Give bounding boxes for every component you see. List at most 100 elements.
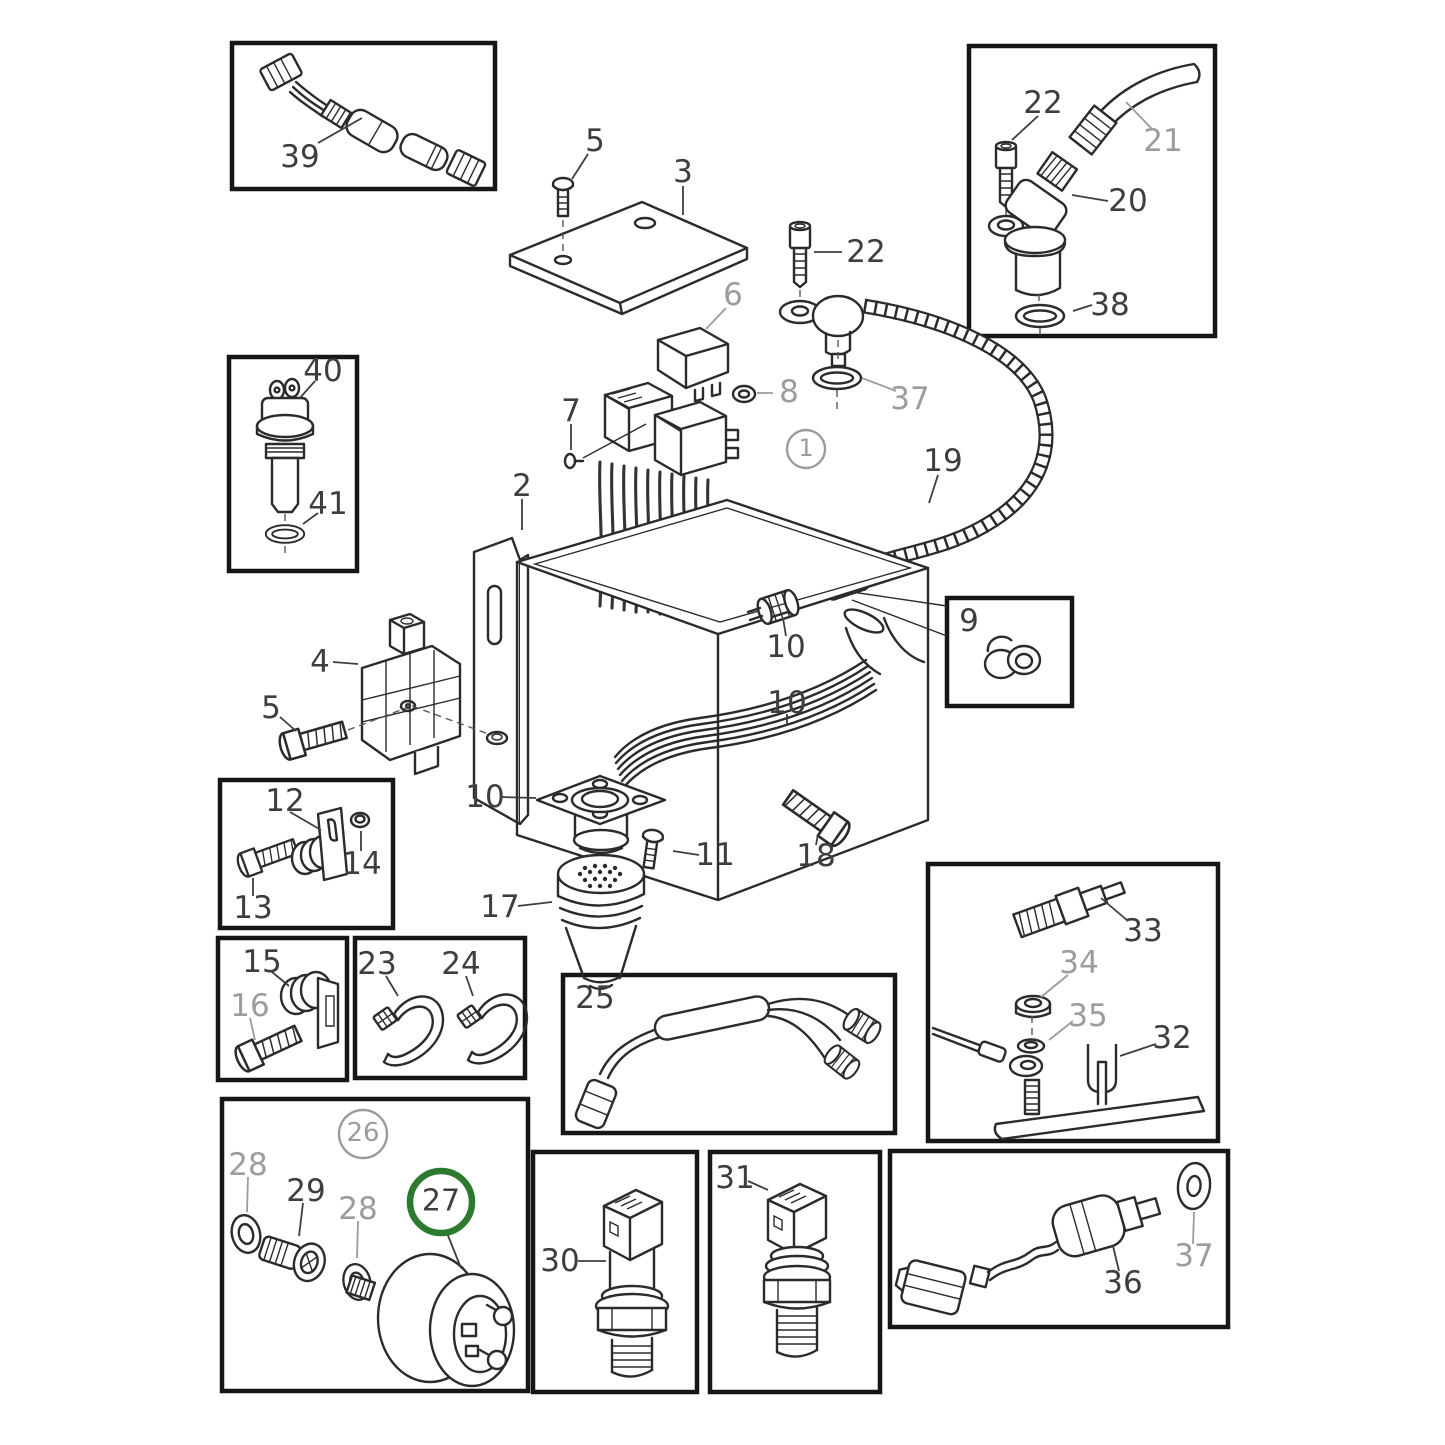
callout-leader-27	[446, 1232, 462, 1269]
callout-40: 40	[303, 353, 342, 389]
callout-leader-29	[298, 1202, 304, 1237]
callout-leader-31	[747, 1180, 769, 1191]
part-3-cover-plate	[508, 200, 749, 316]
ref-circle-26	[337, 1108, 389, 1160]
callout-leader-19	[928, 474, 939, 504]
part-2-relay-box-bracket	[472, 498, 930, 902]
panel-harness-25	[560, 972, 898, 1136]
callout-17: 17	[480, 889, 519, 925]
part-15-16-clamp	[230, 970, 340, 1075]
panel-clamp-9	[944, 595, 1075, 709]
callout-31: 31	[715, 1160, 754, 1196]
callout-32: 32	[1152, 1020, 1191, 1056]
callout-leader-10	[499, 796, 537, 799]
callout-14: 14	[342, 846, 381, 882]
ref-circle-1	[785, 428, 827, 470]
callout-34: 34	[1059, 945, 1098, 981]
callout-leader-32	[1119, 1043, 1157, 1057]
callout-2: 2	[512, 468, 532, 504]
panel-sensor-40-41	[226, 354, 360, 574]
callout-leader-22	[1011, 115, 1039, 141]
callout-leader-18	[815, 833, 819, 846]
callout-leader-17	[517, 901, 553, 907]
part-10-flange-connector	[535, 774, 667, 855]
callout-15: 15	[242, 944, 281, 980]
callout-leader-37	[1192, 1211, 1195, 1245]
callout-leader-21	[1125, 101, 1153, 130]
part-39-extension-cable	[259, 52, 487, 187]
callout-37: 37	[890, 381, 929, 417]
callout-6: 6	[723, 277, 743, 313]
callout-30: 30	[540, 1243, 579, 1279]
callout-29: 29	[286, 1173, 325, 1209]
panel-clamp-15-16	[215, 935, 350, 1083]
callout-leader-5	[279, 716, 297, 732]
callout-leader-34	[1040, 974, 1069, 998]
panel-sender-26-29	[219, 1096, 531, 1394]
callout-27: 27	[422, 1184, 460, 1219]
callout-11: 11	[695, 837, 734, 873]
callout-22: 22	[846, 234, 885, 270]
callout-10: 10	[766, 629, 805, 665]
callout-leader-28	[246, 1176, 249, 1213]
panel-sensor-32-35	[925, 861, 1221, 1144]
callout-9: 9	[959, 603, 979, 639]
part-10-harness-bundle	[613, 608, 926, 789]
callout-10: 10	[465, 779, 504, 815]
part-20-21-22-38-sensor-assembly	[987, 62, 1201, 340]
part-24-cable-clip	[455, 993, 529, 1065]
part-32-35-sensor-assembly	[931, 881, 1206, 1141]
part-9-clamp	[983, 635, 1042, 680]
callout-41: 41	[308, 486, 347, 522]
part-10-round-connectors	[746, 587, 803, 627]
callout-4: 4	[310, 644, 330, 680]
callout-leader-23	[385, 975, 399, 997]
diagram-artwork	[226, 52, 1212, 1388]
callout-28: 28	[228, 1147, 267, 1183]
callout-leader-37	[861, 377, 897, 392]
panel-sensor-36-37	[887, 1148, 1231, 1330]
callout-16: 16	[230, 988, 269, 1024]
panel-switch-31	[707, 1149, 883, 1395]
callout-28: 28	[338, 1191, 377, 1227]
callout-leader-36	[1112, 1245, 1120, 1272]
part-37-sensor-oring-main	[778, 294, 865, 410]
callout-36: 36	[1103, 1265, 1142, 1301]
part-30-pressure-switch	[594, 1188, 670, 1378]
pin-dots	[577, 863, 623, 889]
callout-24: 24	[441, 946, 480, 982]
part-5-screw-top	[551, 176, 575, 254]
callout-33: 33	[1123, 913, 1162, 949]
callout-leader-39	[317, 117, 363, 144]
callout-8: 8	[779, 374, 799, 410]
callout-leader-12	[289, 811, 322, 831]
callout-leader-10	[782, 617, 787, 637]
part-25-harness	[574, 995, 885, 1130]
panel-clamp-12-14	[217, 777, 396, 931]
callout-leader-33	[1100, 897, 1129, 922]
callout-leader-15	[271, 971, 290, 987]
panel-sensor-20-38	[966, 43, 1218, 339]
callout-leader-40	[298, 380, 316, 400]
callout-leader-24	[465, 975, 474, 997]
highlight-circle-27	[406, 1167, 476, 1237]
part-23-cable-clip	[371, 995, 445, 1067]
part-12-13-14-clamp	[233, 806, 371, 882]
part-36-37-sensor	[894, 1161, 1212, 1316]
callout-35: 35	[1068, 998, 1107, 1034]
callout-leader-28	[356, 1220, 359, 1259]
part-22-screw-main	[788, 220, 812, 302]
callout-1: 1	[798, 434, 813, 462]
callout-38: 38	[1090, 287, 1129, 323]
callout-39: 39	[280, 139, 319, 175]
part-27-pressure-sender	[345, 1252, 516, 1388]
callout-leader-4	[332, 661, 359, 665]
callout-7: 7	[561, 393, 581, 429]
part-4-block	[360, 612, 462, 776]
callout-20: 20	[1108, 183, 1147, 219]
callout-5: 5	[585, 123, 605, 159]
panel-switch-30	[530, 1149, 700, 1395]
callout-10: 10	[767, 685, 806, 721]
callout-leader-38	[1072, 304, 1093, 312]
